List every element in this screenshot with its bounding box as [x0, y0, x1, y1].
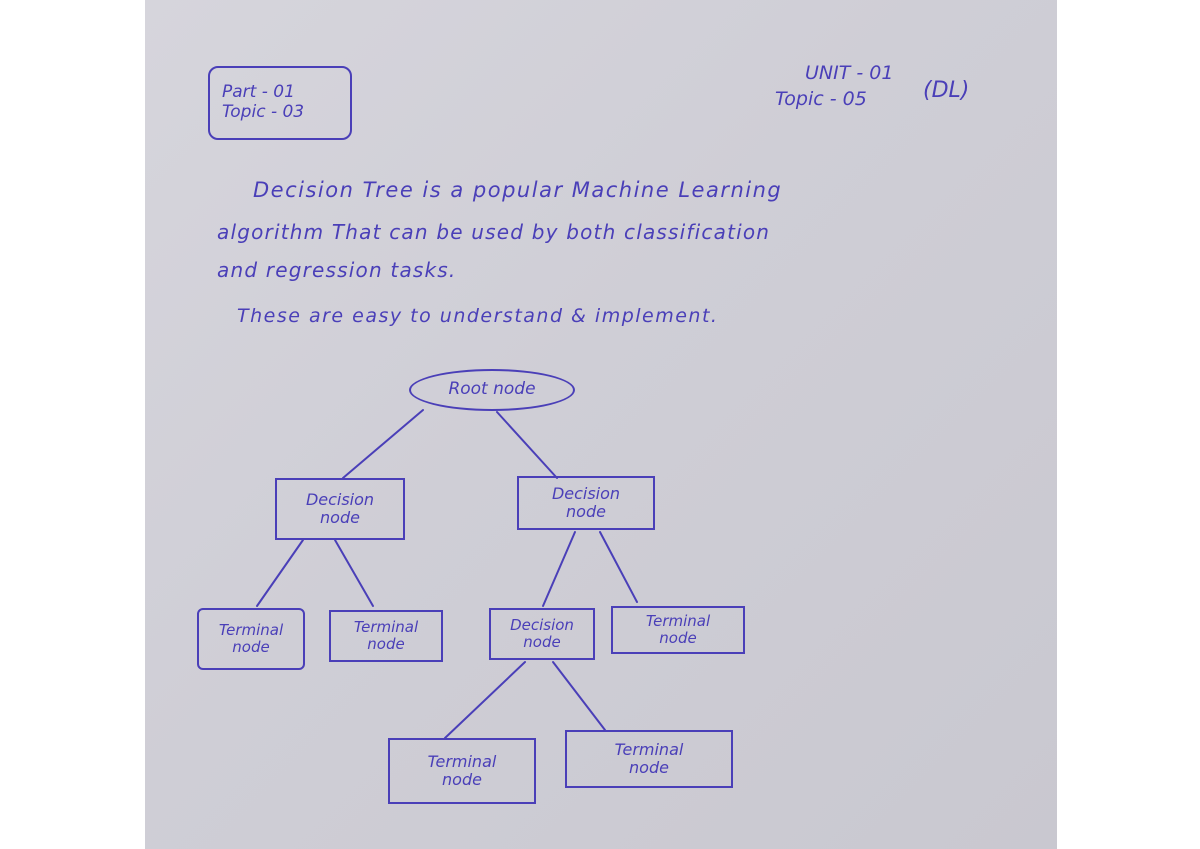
- terminal-node-c: Terminal node: [611, 606, 745, 654]
- body-line-1: Decision Tree is a popular Machine Learn…: [253, 178, 783, 202]
- decision-node-mid: Decision node: [489, 608, 595, 660]
- decision-mid-label-2: node: [523, 633, 561, 651]
- terminal-a-label-1: Terminal: [218, 620, 284, 639]
- edge-mid-terminal-d: [444, 661, 526, 739]
- root-node: Root node: [409, 369, 575, 411]
- topic-left-label: Topic - 03: [222, 102, 305, 122]
- edge-left-terminal-a: [256, 539, 304, 607]
- subject-label: (DL): [923, 78, 970, 103]
- notebook-page: Part - 01 Topic - 03 UNIT - 01 Topic - 0…: [145, 0, 1057, 849]
- decision-left-label-1: Decision: [305, 489, 375, 509]
- terminal-node-d: Terminal node: [388, 738, 536, 804]
- edge-root-left: [342, 409, 424, 479]
- terminal-node-b: Terminal node: [329, 610, 443, 662]
- terminal-b-label-1: Terminal: [353, 617, 419, 636]
- body-line-4: These are easy to understand & implement…: [237, 305, 719, 327]
- terminal-a-label-2: node: [232, 638, 270, 656]
- decision-node-right: Decision node: [517, 476, 655, 530]
- decision-node-left: Decision node: [275, 478, 405, 540]
- terminal-d-label-1: Terminal: [427, 751, 497, 771]
- edge-mid-terminal-e: [552, 661, 606, 731]
- terminal-c-label-2: node: [659, 629, 697, 647]
- body-line-2: algorithm That can be used by both class…: [217, 220, 771, 244]
- terminal-c-label-1: Terminal: [645, 611, 711, 630]
- decision-mid-label-1: Decision: [510, 615, 574, 634]
- edge-right-decision-mid: [542, 531, 576, 607]
- terminal-e-label-2: node: [629, 758, 669, 777]
- body-line-3: and regression tasks.: [217, 258, 457, 282]
- terminal-e-label-1: Terminal: [614, 739, 684, 759]
- topic-right-label: Topic - 05: [775, 88, 867, 110]
- unit-label: UNIT - 01: [805, 62, 894, 84]
- edge-root-right: [496, 411, 558, 479]
- terminal-d-label-2: node: [442, 770, 482, 789]
- root-node-label: Root node: [448, 379, 536, 400]
- tree-connectors: [256, 409, 638, 739]
- decision-right-label-2: node: [566, 502, 606, 521]
- edge-right-terminal-c: [599, 531, 638, 603]
- edge-left-terminal-b: [334, 539, 374, 607]
- part-topic-box: Part - 01 Topic - 03: [208, 66, 352, 140]
- part-label: Part - 01: [222, 82, 295, 103]
- decision-right-label-1: Decision: [551, 483, 621, 503]
- terminal-node-e: Terminal node: [565, 730, 733, 788]
- terminal-b-label-2: node: [367, 635, 405, 653]
- terminal-node-a: Terminal node: [197, 608, 305, 670]
- decision-left-label-2: node: [320, 508, 360, 527]
